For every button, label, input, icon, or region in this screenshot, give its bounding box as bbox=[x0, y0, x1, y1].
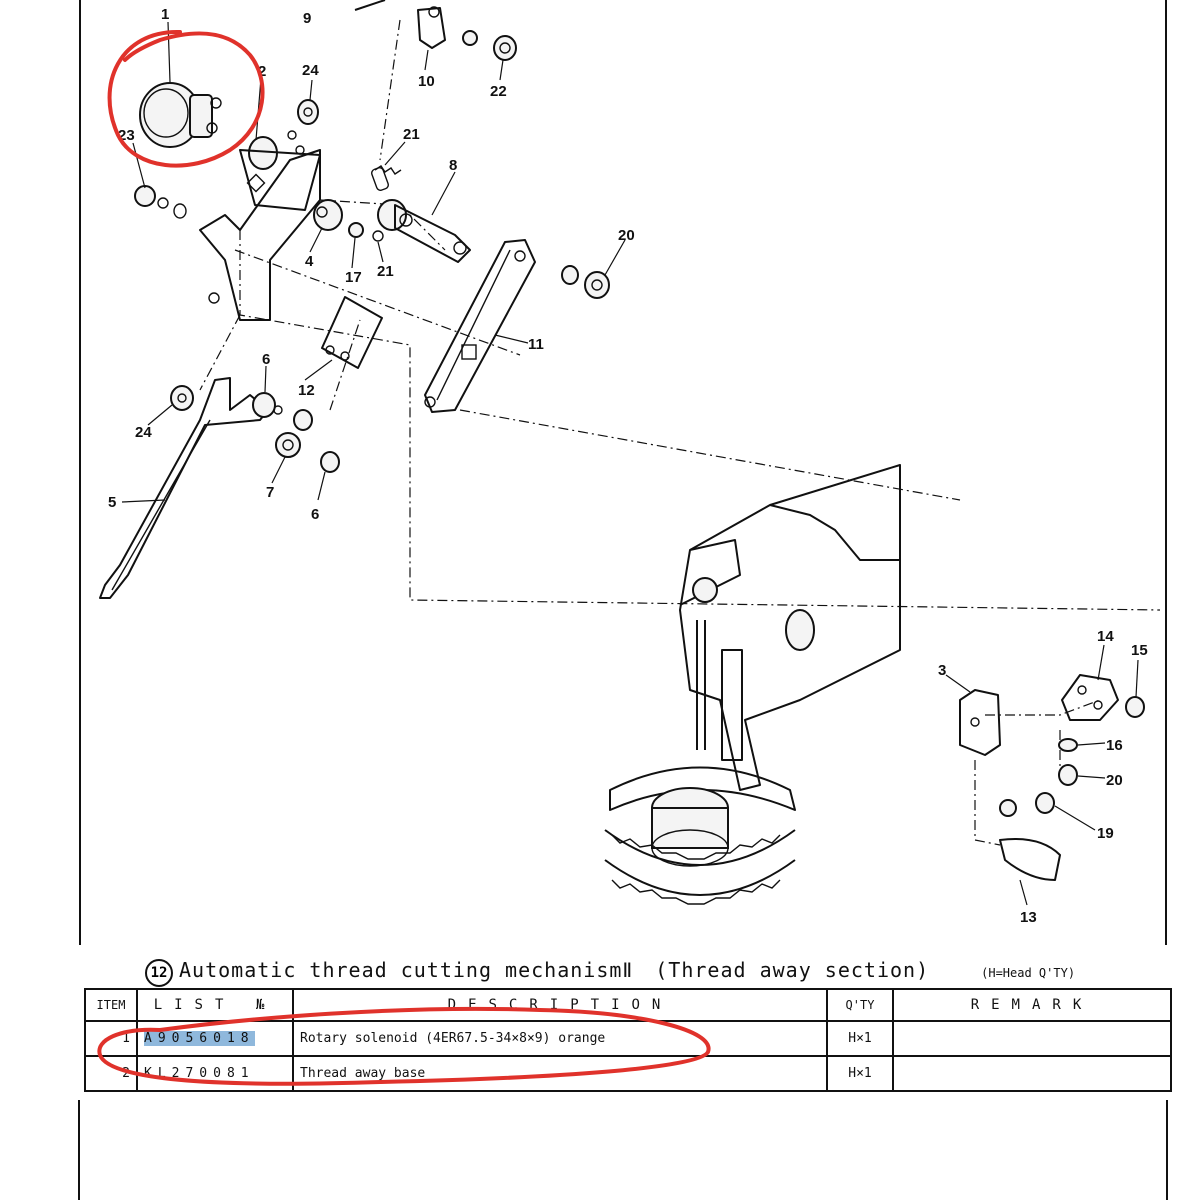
header-list-no: LIST № bbox=[136, 988, 294, 1022]
part-16-washer bbox=[1058, 738, 1078, 752]
row-item: 2 bbox=[84, 1055, 138, 1092]
row-list-no: KL270081 bbox=[136, 1055, 294, 1092]
callout-11: 11 bbox=[528, 336, 544, 353]
row-description: Rotary solenoid (4ER67.5-34×8×9) orange bbox=[292, 1020, 828, 1057]
callout-20-lower: 20 bbox=[1106, 772, 1123, 789]
table-header-row: ITEM LIST № DESCRIPTION Q'TY REMARK bbox=[84, 988, 1172, 1022]
machine-head-casting bbox=[679, 464, 901, 791]
callout-10: 10 bbox=[418, 73, 435, 90]
header-description: DESCRIPTION bbox=[292, 988, 828, 1022]
part-6-screw-upper bbox=[252, 392, 283, 418]
part-24-spacer-top bbox=[297, 99, 319, 125]
callout-15: 15 bbox=[1131, 642, 1148, 659]
callout-21-lower: 21 bbox=[377, 263, 394, 280]
part-10-clip bbox=[417, 6, 446, 49]
part-4-roller bbox=[313, 199, 343, 231]
callout-1: 1 bbox=[161, 6, 169, 23]
part-9-rod bbox=[354, 0, 386, 11]
callout-2: 2 bbox=[258, 63, 266, 80]
selected-list-number[interactable]: A9056018 bbox=[144, 1031, 255, 1046]
callout-4: 4 bbox=[305, 253, 314, 270]
row-list-no[interactable]: A9056018 bbox=[136, 1020, 294, 1057]
part-20-nut-lower bbox=[1058, 764, 1078, 786]
row-remark bbox=[892, 1055, 1172, 1092]
section-title: 12 Automatic thread cutting mechanismⅡ (… bbox=[145, 958, 1145, 988]
part-12-plate bbox=[321, 296, 383, 369]
part-3-bracket bbox=[959, 689, 1001, 756]
part-22-screw-washer bbox=[462, 30, 517, 61]
part-24-spacer-lower bbox=[170, 385, 194, 411]
callout-14: 14 bbox=[1097, 628, 1114, 645]
row-remark bbox=[892, 1020, 1172, 1057]
callout-8: 8 bbox=[449, 157, 457, 174]
row-item: 1 bbox=[84, 1020, 138, 1057]
assembly-guide-lines bbox=[199, 19, 1161, 846]
callout-6-lower: 6 bbox=[311, 506, 319, 523]
header-item: ITEM bbox=[84, 988, 138, 1022]
callout-3: 3 bbox=[938, 662, 946, 679]
row-qty: H×1 bbox=[826, 1020, 894, 1057]
part-23-nut bbox=[134, 185, 187, 219]
part-20-nut-upper bbox=[561, 265, 610, 299]
callout-7: 7 bbox=[266, 484, 274, 501]
callout-9: 9 bbox=[303, 10, 311, 27]
callout-24-top: 24 bbox=[302, 62, 319, 79]
part-14-holder bbox=[1061, 674, 1119, 721]
part-7-washer bbox=[275, 409, 313, 458]
callout-17: 17 bbox=[345, 269, 362, 286]
part-15-screw bbox=[1125, 696, 1145, 718]
table-row: 1 A9056018 Rotary solenoid (4ER67.5-34×8… bbox=[84, 1020, 1172, 1057]
part-1-rotary-solenoid bbox=[139, 82, 222, 148]
header-remark: REMARK bbox=[892, 988, 1172, 1022]
part-6-screw-lower bbox=[320, 451, 340, 473]
callout-20-upper: 20 bbox=[618, 227, 635, 244]
callout-5: 5 bbox=[108, 494, 116, 511]
part-5-lever bbox=[99, 377, 269, 599]
header-qty: Q'TY bbox=[826, 988, 894, 1022]
parts-list-table: ITEM LIST № DESCRIPTION Q'TY REMARK 1 A9… bbox=[84, 988, 1172, 1092]
section-qty-note: (H=Head Q'TY) bbox=[981, 966, 1076, 980]
red-highlight-circle-part-1 bbox=[107, 29, 265, 168]
callout-13: 13 bbox=[1020, 909, 1037, 926]
callout-24-lower: 24 bbox=[135, 424, 152, 441]
callout-leaders bbox=[121, 21, 1139, 906]
section-number-badge: 12 bbox=[145, 959, 173, 987]
page-right-border-lower bbox=[1166, 1100, 1168, 1200]
page-left-border-lower bbox=[78, 1100, 80, 1200]
part-21-spring-lower bbox=[372, 230, 384, 242]
part-21-spring-top bbox=[371, 165, 402, 191]
part-8-link-arm bbox=[377, 199, 471, 263]
thread-cutter-gear-base bbox=[604, 766, 796, 905]
section-subtitle: (Thread away section) bbox=[655, 958, 930, 982]
part-13-cover bbox=[999, 799, 1061, 881]
row-qty: H×1 bbox=[826, 1055, 894, 1092]
table-row: 2 KL270081 Thread away base H×1 bbox=[84, 1055, 1172, 1092]
exploded-parts-diagram: 1 2 23 9 10 22 24 21 8 20 4 17 21 11 12 … bbox=[79, 0, 1167, 945]
callout-12: 12 bbox=[298, 382, 315, 399]
callout-21-top: 21 bbox=[403, 126, 420, 143]
main-bracket-plate bbox=[199, 130, 321, 321]
callout-16: 16 bbox=[1106, 737, 1123, 754]
callout-22: 22 bbox=[490, 83, 507, 100]
part-11-long-bar bbox=[424, 239, 536, 413]
callout-19: 19 bbox=[1097, 825, 1114, 842]
part-19-screw bbox=[1035, 792, 1055, 814]
part-17-screw bbox=[348, 222, 364, 238]
row-description: Thread away base bbox=[292, 1055, 828, 1092]
section-title-text: Automatic thread cutting mechanismⅡ bbox=[179, 958, 634, 982]
callout-labels: 1 2 23 9 10 22 24 21 8 20 4 17 21 11 12 … bbox=[108, 6, 1148, 926]
callout-6-upper: 6 bbox=[262, 351, 270, 368]
